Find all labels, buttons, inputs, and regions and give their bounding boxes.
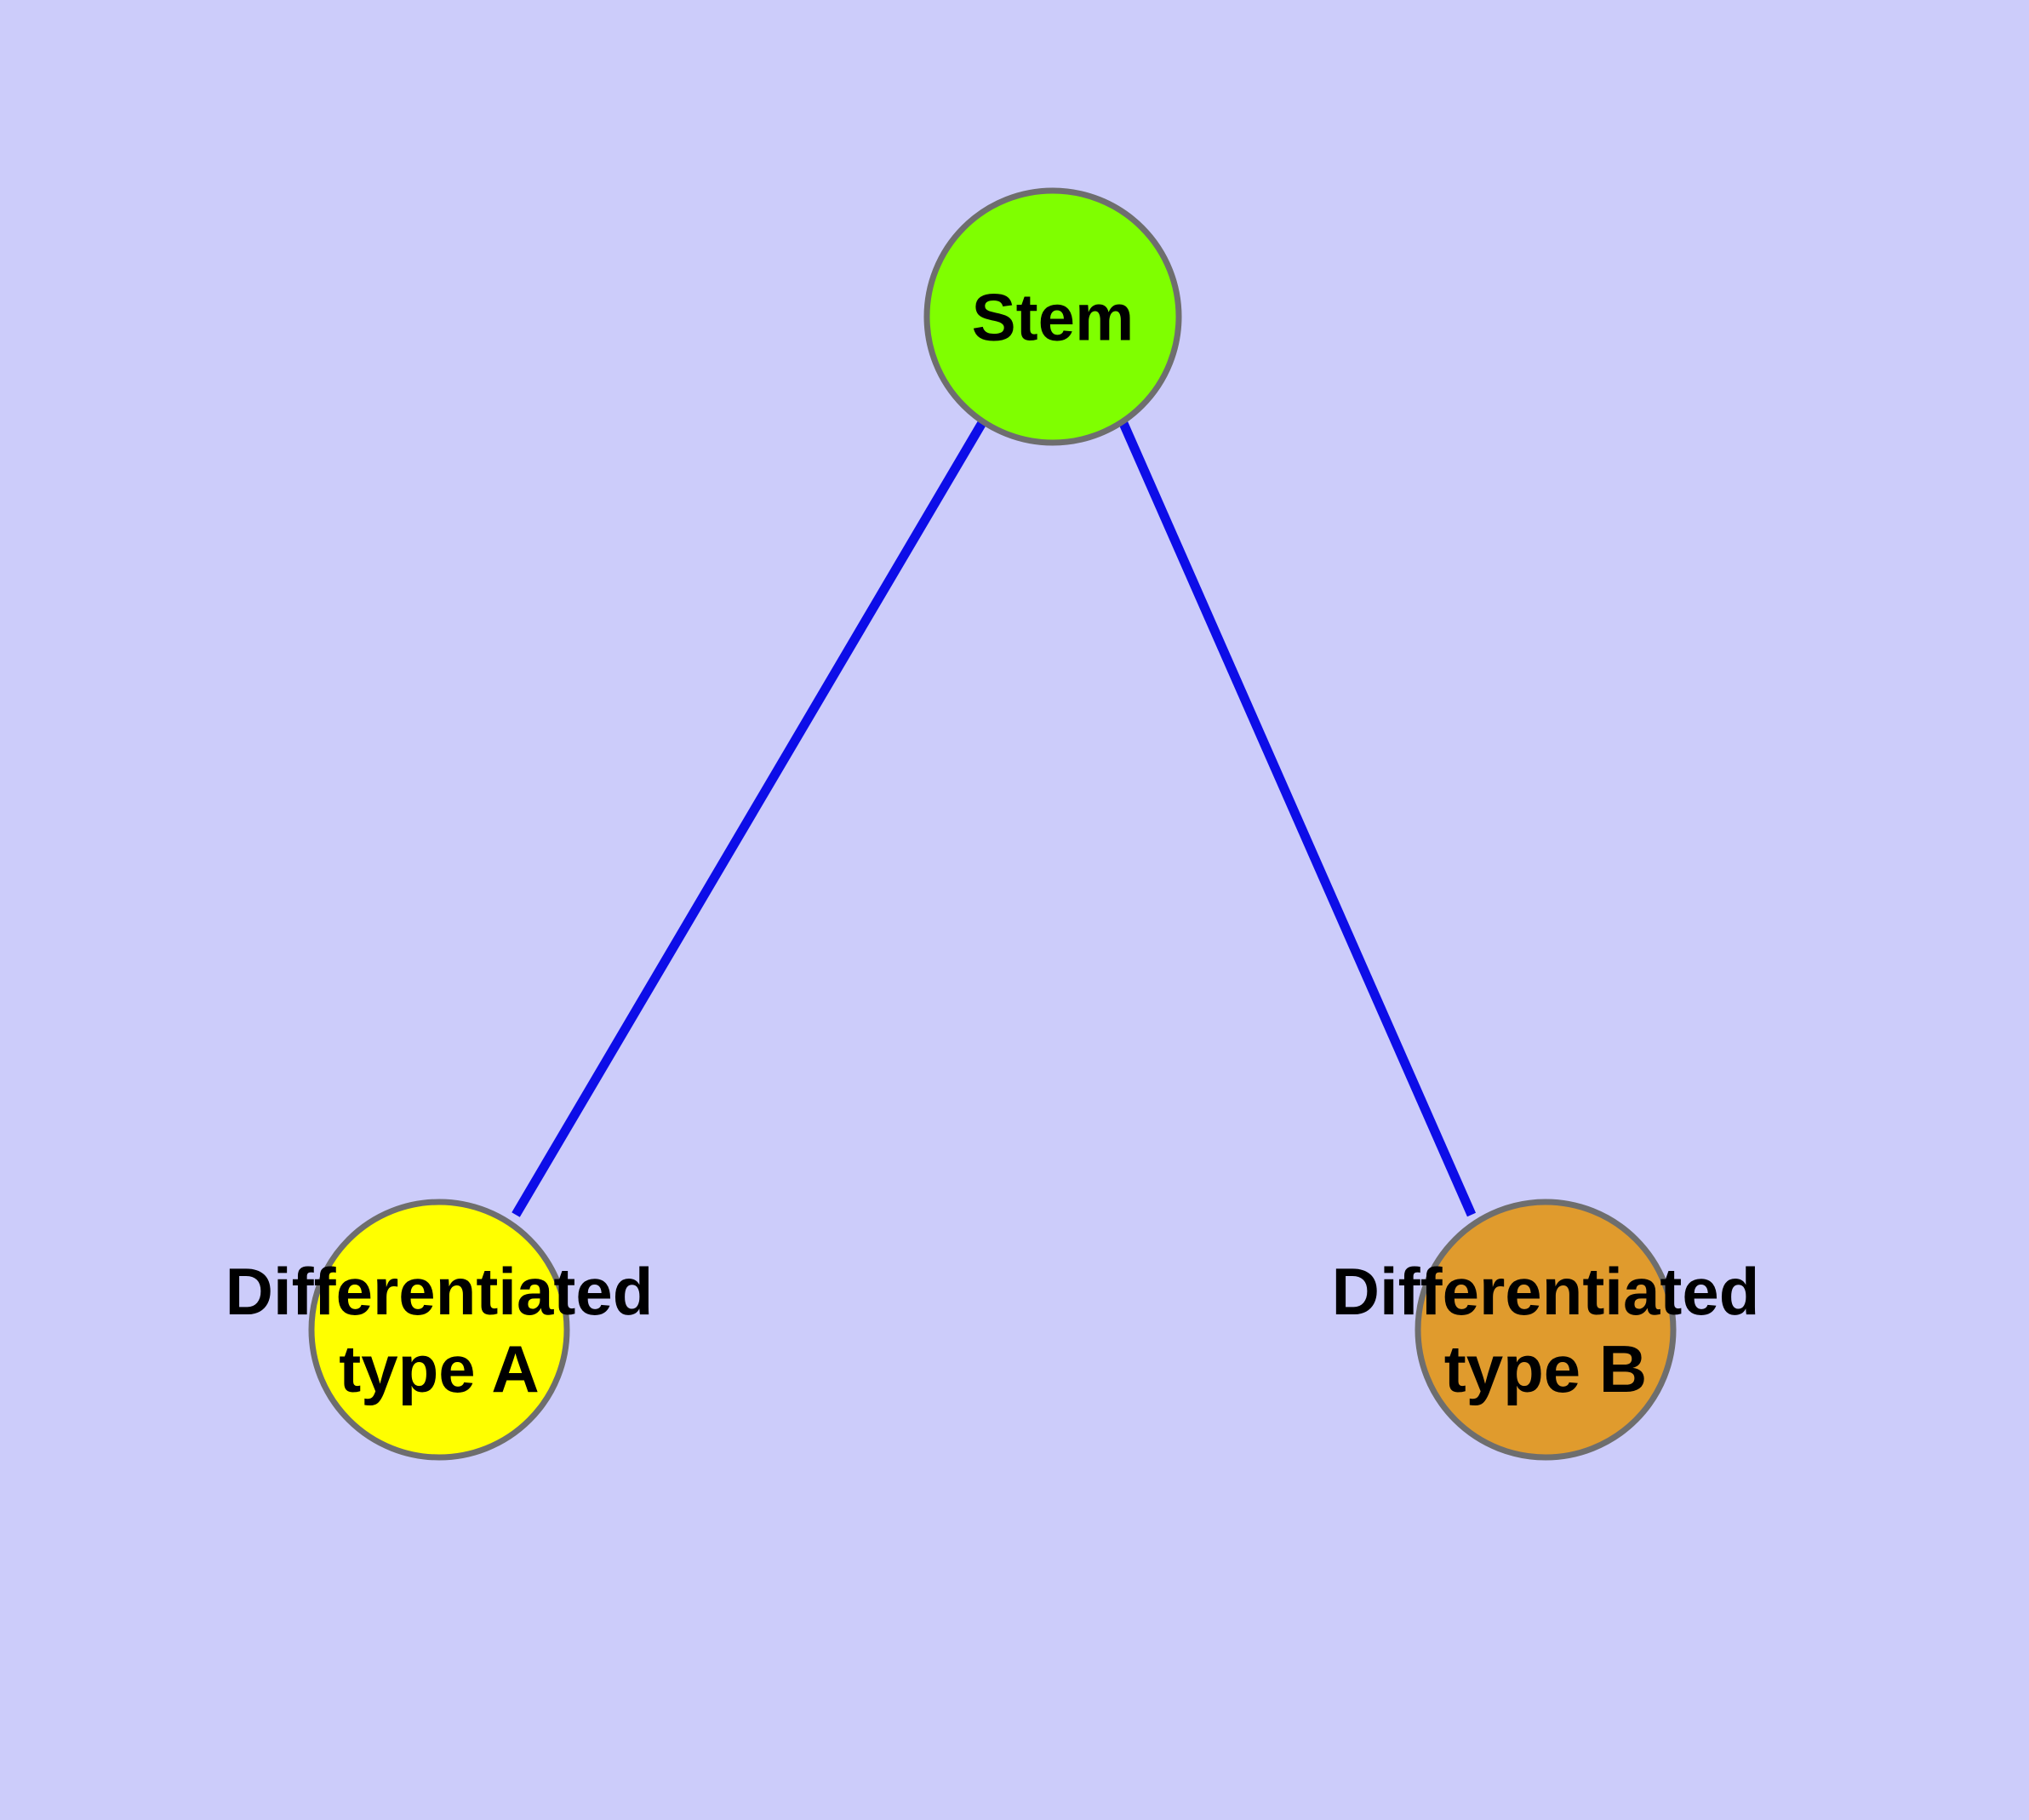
- node-stem[interactable]: [923, 187, 1182, 446]
- node-label-stem: Stem: [972, 279, 1135, 354]
- node-differentiated-type-a[interactable]: [308, 1199, 570, 1461]
- node-label-line: Differentiated: [1332, 1253, 1760, 1328]
- nodes-group: [308, 187, 1677, 1461]
- node-differentiated-type-b[interactable]: [1415, 1199, 1677, 1461]
- node-label-line: type B: [1444, 1331, 1647, 1406]
- edge-stem-to-differentiated-type-b[interactable]: [1117, 419, 1477, 1217]
- node-label-line: type A: [339, 1331, 540, 1406]
- edges-group: [512, 419, 1477, 1217]
- node-label-line: Differentiated: [226, 1253, 654, 1328]
- edge-stem-to-differentiated-type-a[interactable]: [512, 419, 987, 1217]
- node-label-line: Stem: [972, 279, 1135, 354]
